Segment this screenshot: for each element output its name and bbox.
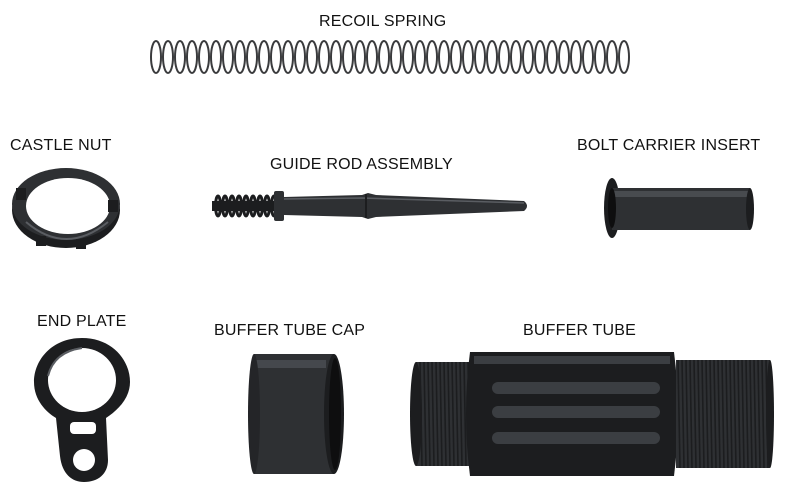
bolt-carrier-insert-label: BOLT CARRIER INSERT	[577, 137, 761, 154]
end-plate-icon	[34, 338, 130, 482]
recoil-spring-label: RECOIL SPRING	[319, 13, 447, 30]
buffer-tube-cap-icon	[248, 354, 344, 474]
buffer-tube-icon	[410, 352, 774, 476]
castle-nut-label: CASTLE NUT	[10, 137, 112, 154]
end-plate-label: END PLATE	[37, 313, 127, 330]
recoil-spring-icon	[150, 40, 630, 74]
buffer-tube-label: BUFFER TUBE	[523, 322, 637, 339]
guide-rod-icon	[212, 191, 527, 221]
bolt-carrier-insert-icon	[604, 178, 754, 238]
guide-rod-assembly-label: GUIDE ROD ASSEMBLY	[270, 156, 453, 173]
castle-nut-icon	[12, 168, 120, 249]
buffer-tube-cap-label: BUFFER TUBE CAP	[214, 322, 366, 339]
